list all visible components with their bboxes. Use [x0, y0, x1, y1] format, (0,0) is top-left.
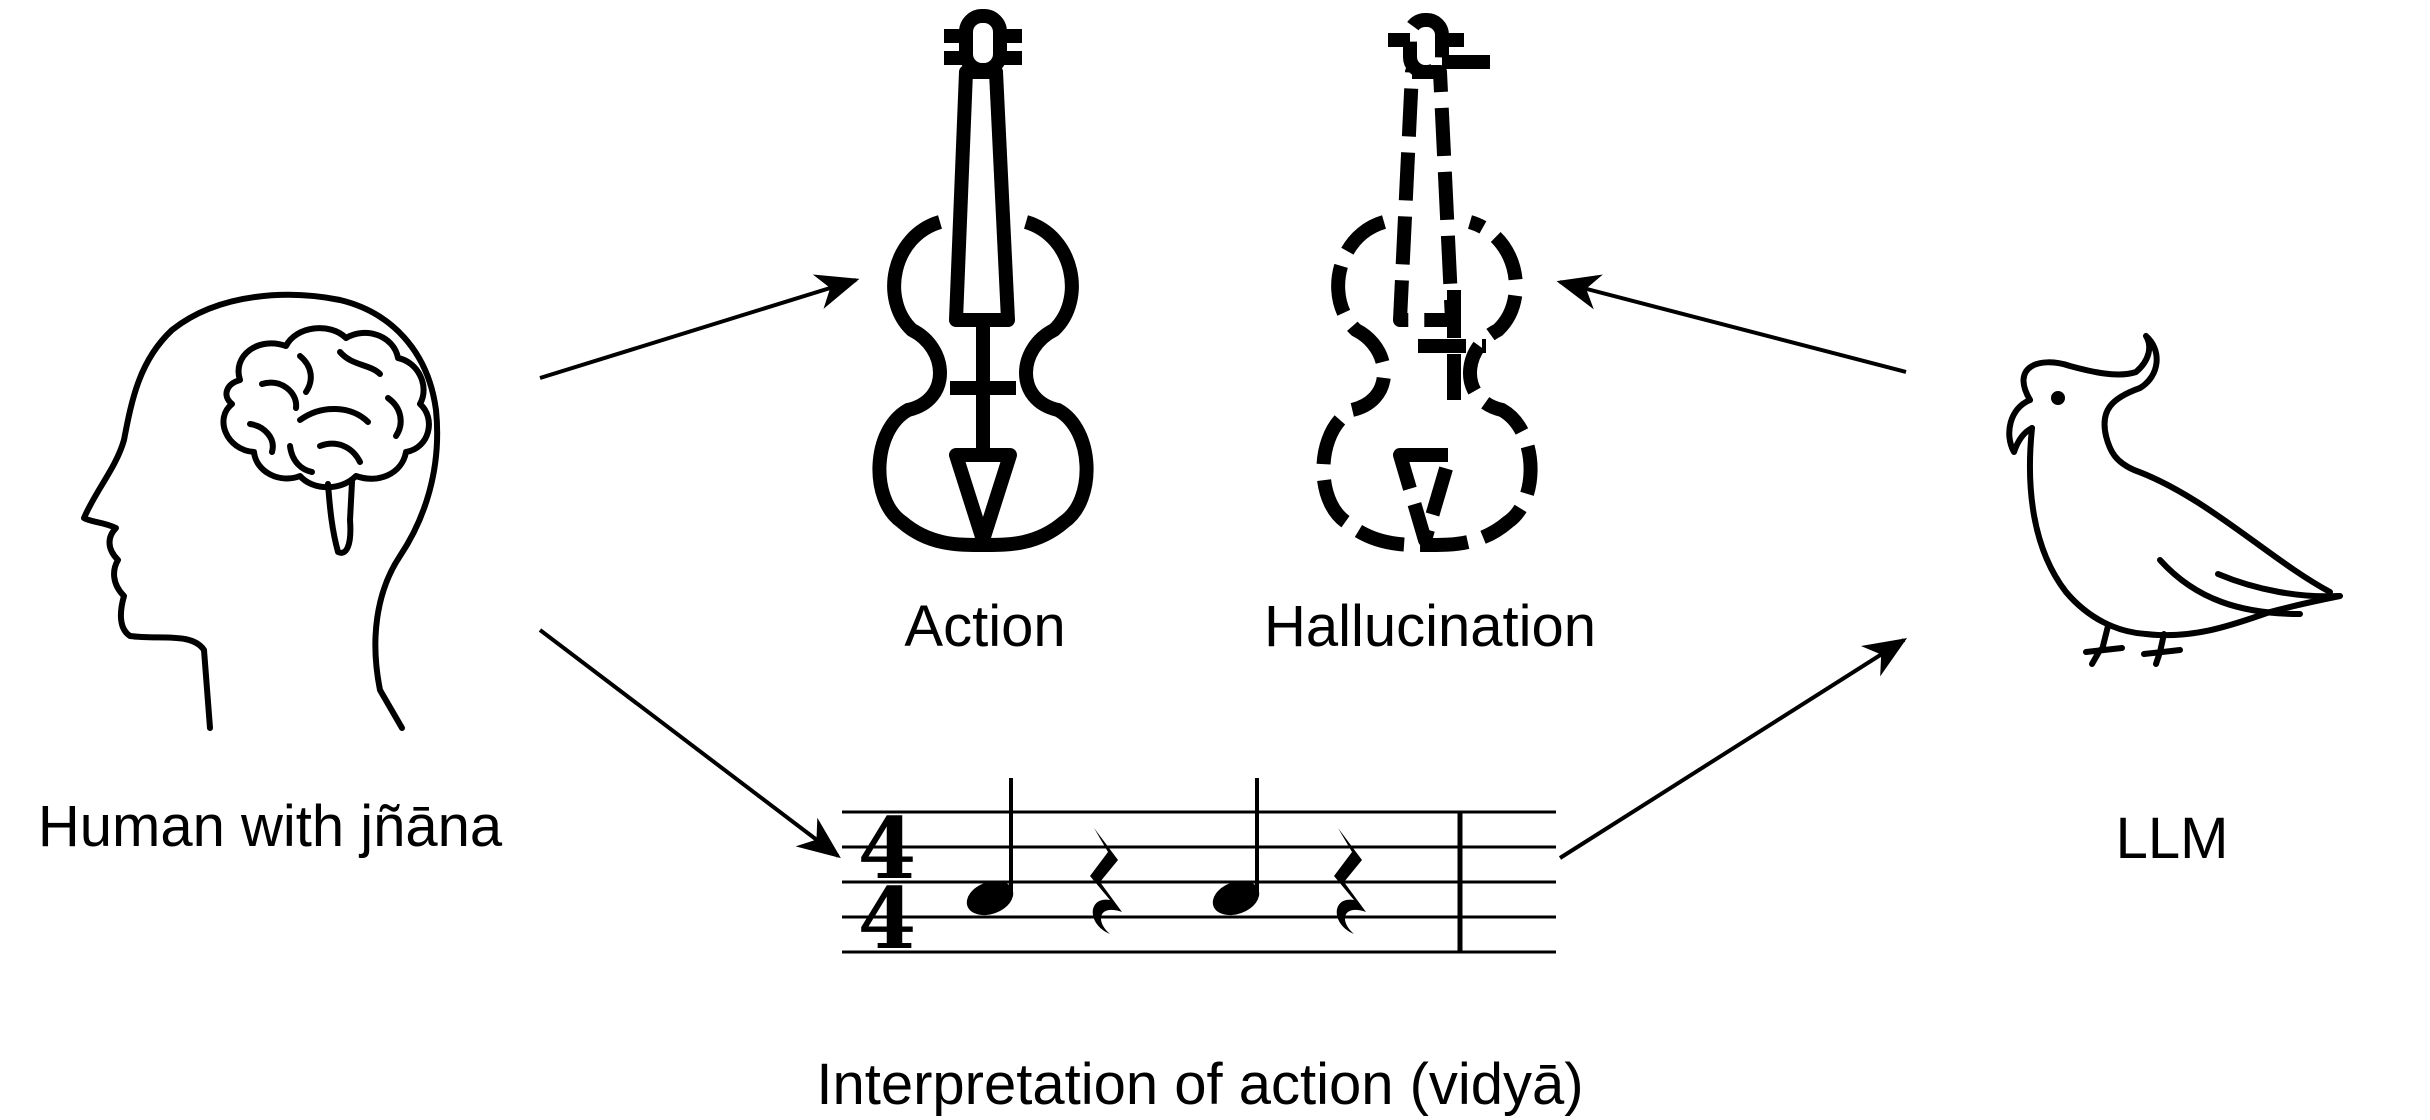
sheet-music-icon: 4 4: [842, 778, 1556, 968]
arrow-interpretation-to-llm: [1558, 638, 1908, 860]
interpretation-label: Interpretation of action (vidyā): [816, 1052, 1583, 1117]
arrow-llm-to-hallucination: [1556, 274, 1907, 374]
arrow-human-to-action: [539, 274, 860, 380]
llm-label: LLM: [2116, 806, 2229, 871]
action-label: Action: [904, 594, 1065, 659]
hallucination-label: Hallucination: [1264, 594, 1596, 659]
arrows: [538, 274, 1908, 860]
fragmented-violin-icon: [1316, 13, 1538, 553]
human-head-brain-icon: [81, 291, 441, 731]
svg-text:4: 4: [858, 869, 916, 968]
human-label: Human with jñāna: [38, 794, 503, 859]
time-signature-mark: 4 4: [858, 799, 916, 968]
arrow-human-to-interpretation: [538, 628, 841, 859]
svg-text:4: 4: [858, 799, 916, 898]
violin-icon: [872, 9, 1094, 553]
parrot-icon: [2006, 333, 2343, 667]
